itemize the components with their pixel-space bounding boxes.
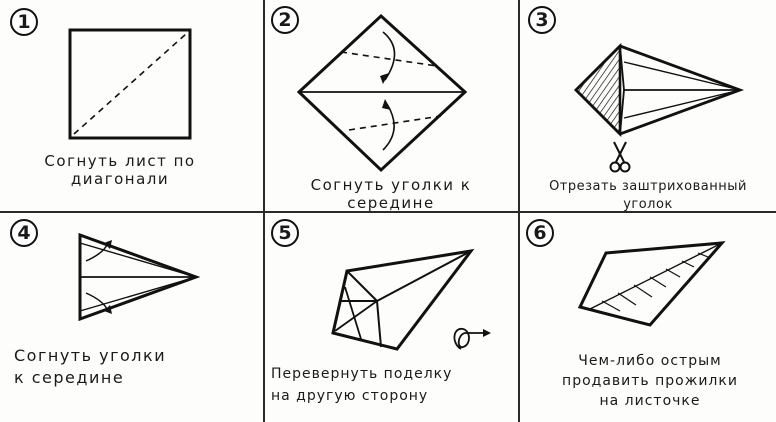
step-caption: Перевернуть поделку на другую сторону	[271, 363, 511, 407]
step-panel-3: 3 Отрезать заштрихованный уголок	[520, 0, 776, 211]
step-caption: Отрезать заштрихованный уголок	[520, 178, 776, 214]
step-caption: Согнуть уголки к середине	[14, 345, 214, 389]
step-caption: Согнуть лист по диагонали	[10, 152, 230, 188]
scissors-icon	[608, 140, 632, 174]
step-panel-5: 5 Перевернуть поделку на другую сторону	[265, 213, 518, 422]
step-caption: Согнуть уголки к середине	[271, 176, 511, 212]
step-panel-2: 2 Согнуть уголки к середине	[265, 0, 518, 211]
flip-arrow-icon	[449, 321, 493, 355]
step-panel-4: 4 Согнуть уголки к середине	[0, 213, 263, 422]
step-panel-1: 1 Согнуть лист по диагонали	[0, 0, 263, 211]
step-panel-6: 6 Чем-либо острым продавить прожилки на …	[520, 213, 776, 422]
step-caption: Чем-либо острым продавить прожилки на ли…	[530, 351, 770, 411]
arrow-fold-diagram	[0, 213, 263, 422]
